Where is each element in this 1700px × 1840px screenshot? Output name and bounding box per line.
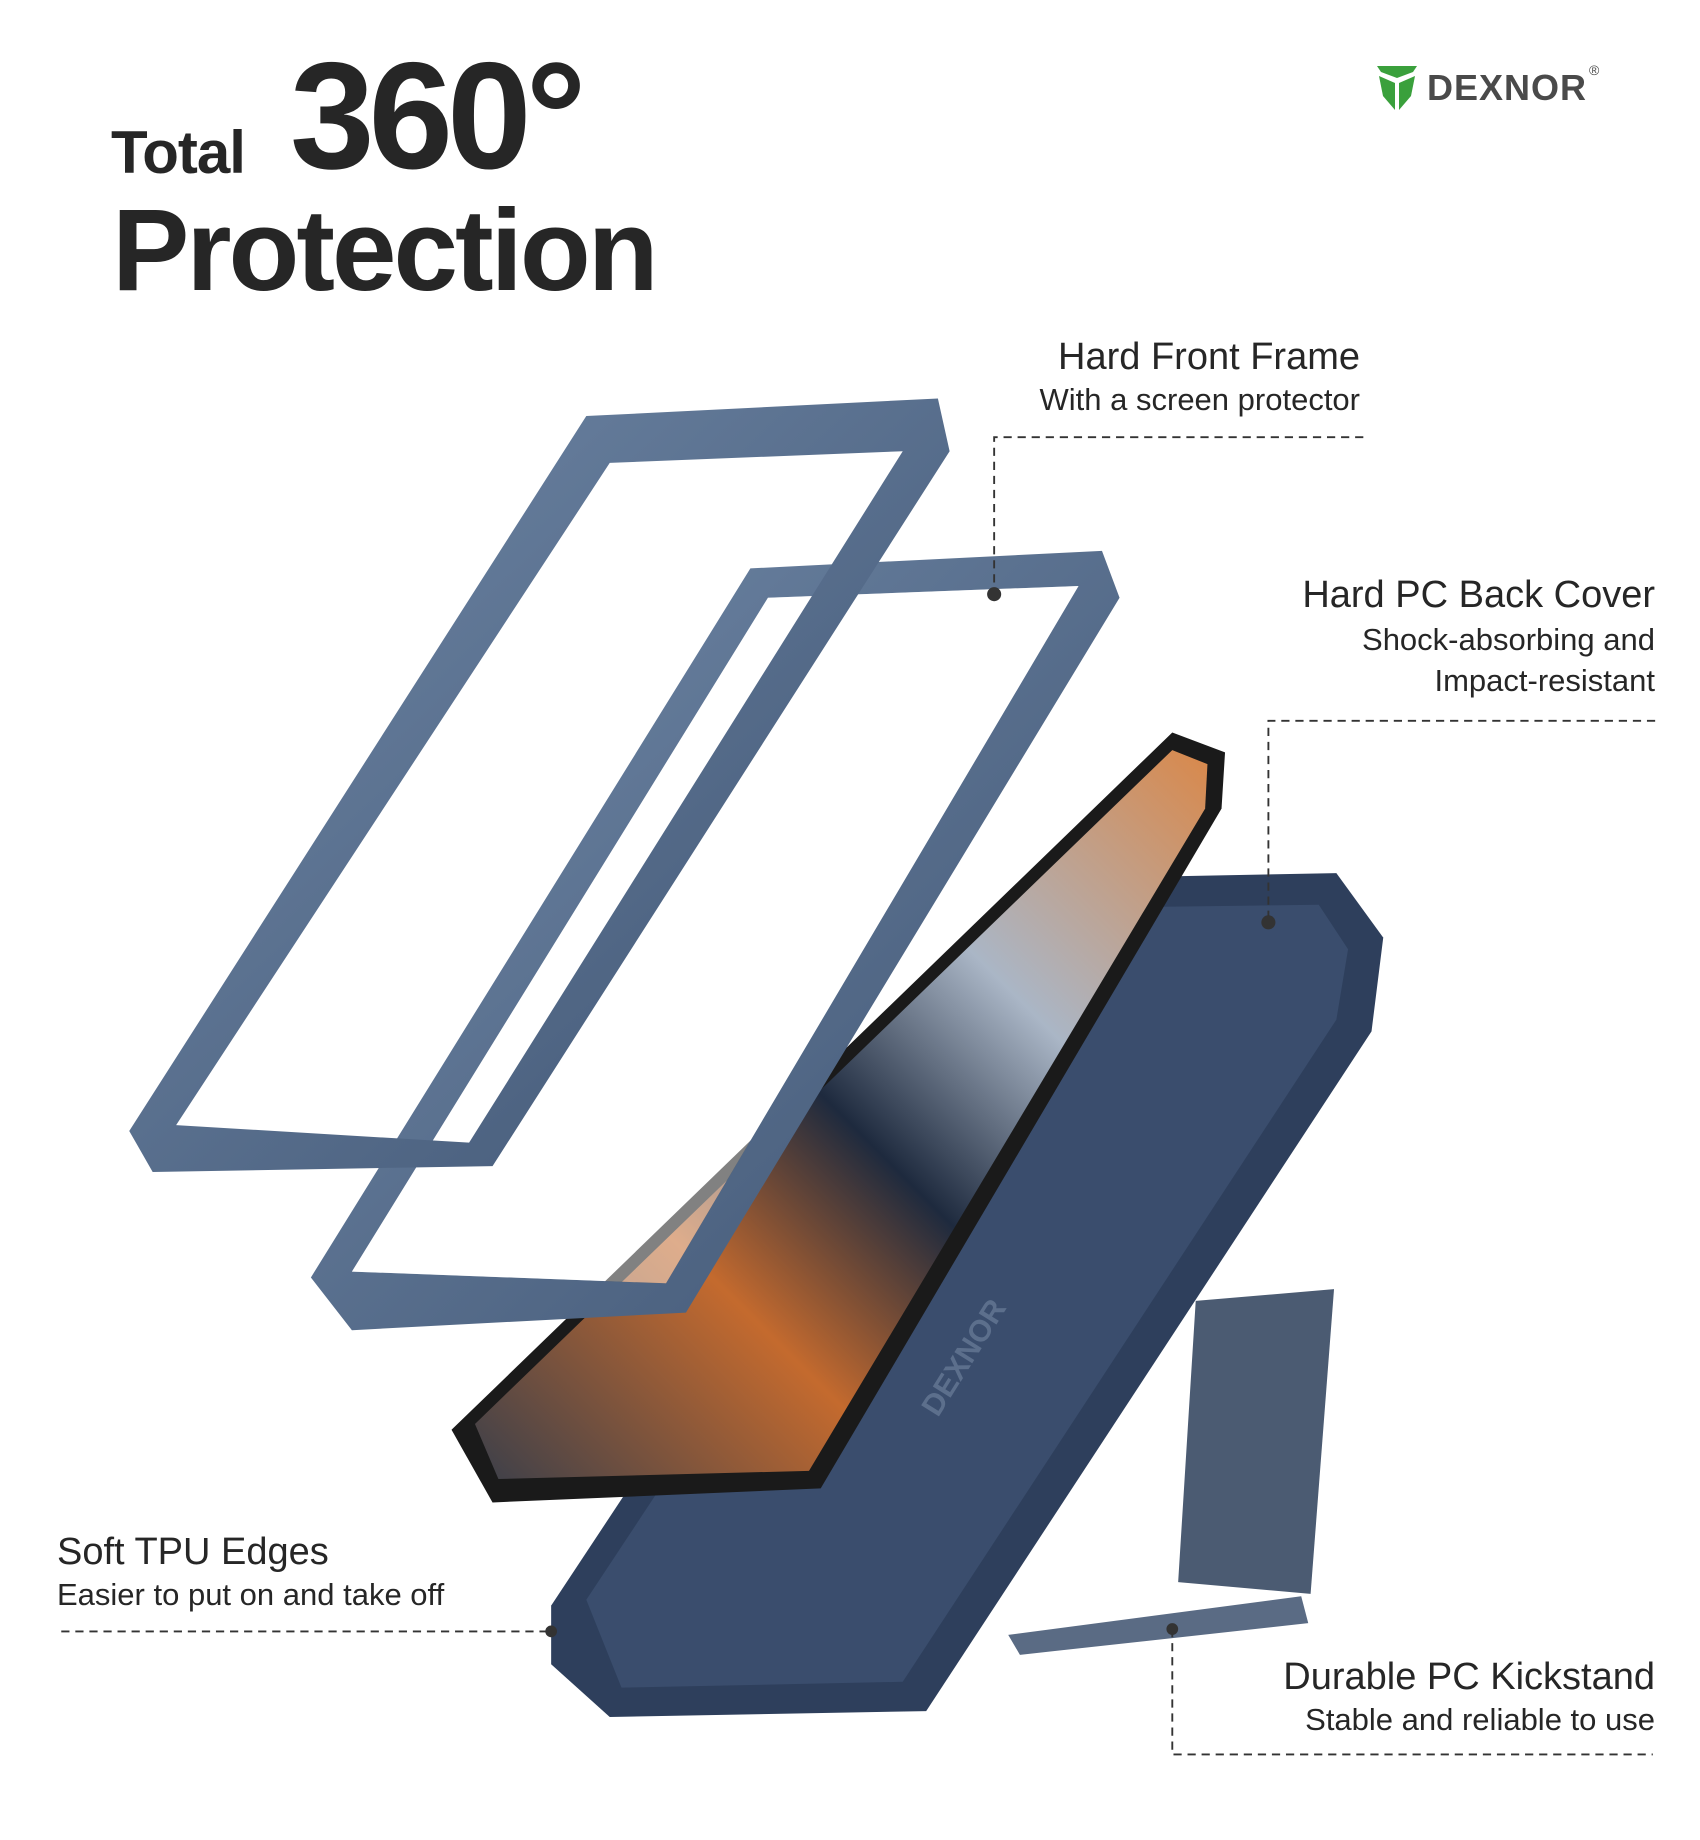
callout-title: Soft TPU Edges	[57, 1531, 329, 1573]
callout-front-frame: Hard Front Frame With a screen protector	[1040, 338, 1360, 415]
callout-dots	[545, 587, 1276, 1638]
callout-subtitle-2: Impact-resistant	[1434, 663, 1655, 698]
headline-line2: Protection	[112, 185, 659, 315]
callout-subtitle-1: Shock-absorbing and	[1362, 622, 1655, 657]
brand-name: DEXNOR	[1427, 67, 1588, 108]
callout-title: Hard PC Back Cover	[1302, 574, 1655, 616]
callout-tpu-edges: Soft TPU Edges Easier to put on and take…	[57, 1533, 444, 1610]
callout-title: Hard Front Frame	[1058, 336, 1360, 378]
brand-shield-icon	[1377, 66, 1417, 110]
callout-back-cover: Hard PC Back Cover Shock-absorbing and I…	[1302, 576, 1655, 696]
registered-mark: ®	[1589, 62, 1600, 78]
headline-prefix: Total	[111, 119, 246, 186]
callout-lines	[61, 436, 1656, 1756]
callout-title: Durable PC Kickstand	[1283, 1656, 1655, 1698]
callout-subtitle: Stable and reliable to use	[1305, 1702, 1655, 1737]
kickstand	[1008, 1289, 1335, 1655]
brand-logo: DEXNOR ®	[1377, 62, 1599, 110]
hard-front-frame	[129, 398, 950, 1172]
back-cover: DEXNOR	[551, 873, 1384, 1717]
headline-big: 360°	[290, 31, 586, 201]
callout-kickstand: Durable PC Kickstand Stable and reliable…	[1283, 1658, 1655, 1735]
front-frame-with-protector	[310, 550, 1120, 1331]
callout-subtitle: With a screen protector	[1039, 382, 1360, 417]
callout-subtitle: Easier to put on and take off	[57, 1577, 445, 1612]
